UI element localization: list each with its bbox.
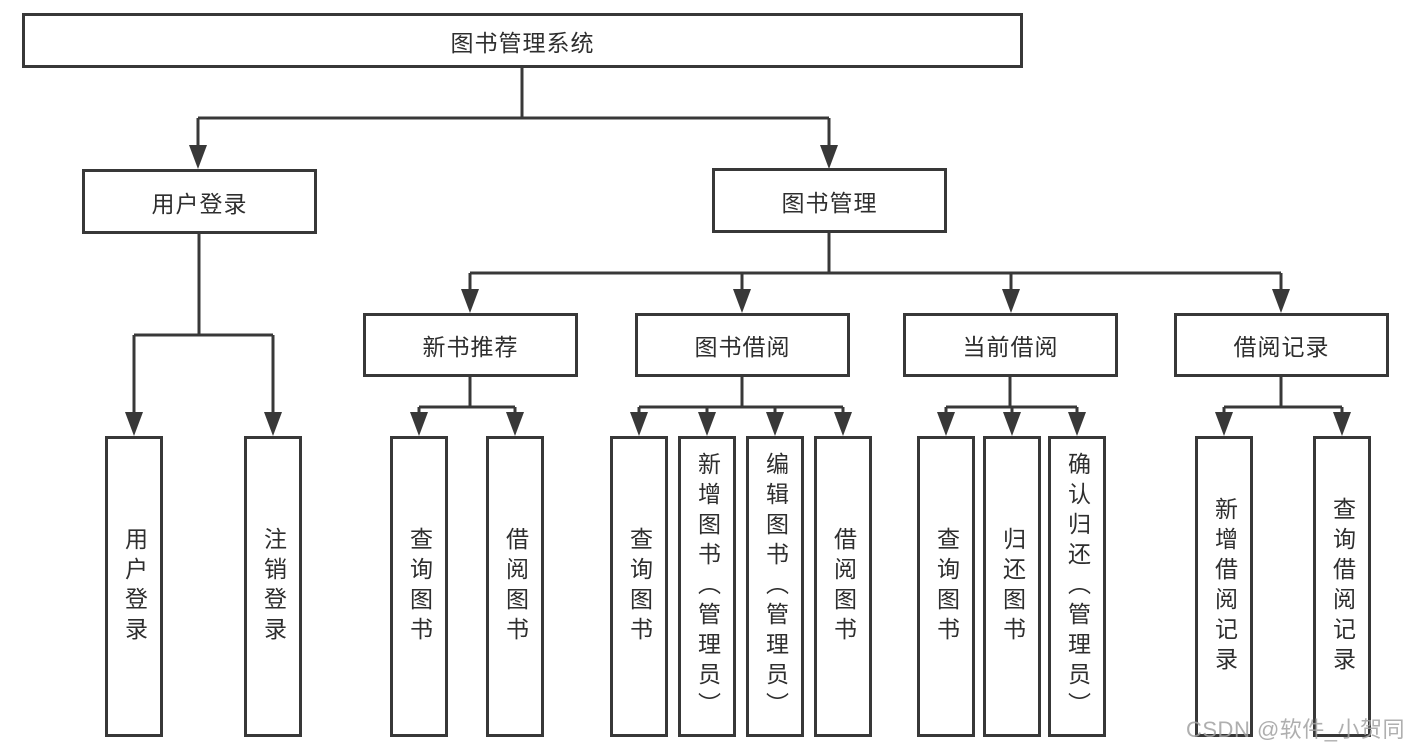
arrowhead-icon — [733, 289, 751, 313]
node-leaf-query-book-2: 查询图书 — [610, 436, 668, 737]
arrowhead-icon — [820, 145, 838, 169]
node-leaf-user-login: 用户登录 — [105, 436, 163, 737]
arrowhead-icon — [125, 412, 143, 436]
node-user-login: 用户登录 — [82, 169, 317, 234]
node-label: 图书管理系统 — [450, 29, 595, 56]
node-label: 用户登录 — [121, 526, 148, 647]
node-label: 当前借阅 — [962, 334, 1059, 360]
edge-from-root — [196, 68, 831, 149]
arrowhead-icon — [189, 145, 207, 169]
edge-from-current-borrow — [944, 377, 1079, 416]
node-leaf-add-record: 新增借阅记录 — [1195, 436, 1253, 737]
node-label: 借阅图书 — [830, 526, 857, 647]
arrowhead-icon — [834, 412, 852, 436]
node-current-borrow: 当前借阅 — [903, 313, 1118, 377]
edge-from-book-borrow — [637, 377, 845, 416]
node-leaf-confirm-return: 确认归还（管理员） — [1048, 436, 1106, 737]
arrowhead-icon — [461, 289, 479, 313]
arrowhead-icon — [630, 412, 648, 436]
node-label: 借阅图书 — [502, 526, 529, 647]
arrowhead-icon — [1003, 412, 1021, 436]
arrowhead-icon — [1215, 412, 1233, 436]
arrowhead-icon — [506, 412, 524, 436]
node-label: 借阅记录 — [1233, 334, 1330, 360]
node-label: 查询图书 — [933, 526, 960, 647]
node-book-management: 图书管理 — [712, 168, 947, 233]
node-label: 用户登录 — [151, 190, 248, 217]
node-leaf-return-book: 归还图书 — [983, 436, 1041, 737]
node-label: 新增图书（管理员） — [694, 451, 721, 722]
edge-from-new-book-recommend — [417, 377, 517, 416]
node-label: 查询借阅记录 — [1329, 496, 1356, 677]
arrowhead-icon — [1333, 412, 1351, 436]
node-leaf-borrow-book-1: 借阅图书 — [486, 436, 544, 737]
edge-from-user-login — [132, 234, 275, 416]
node-label: 新增借阅记录 — [1211, 496, 1238, 677]
arrowhead-icon — [1272, 289, 1290, 313]
node-label: 查询图书 — [406, 526, 433, 647]
node-label: 图书借阅 — [694, 334, 791, 360]
node-new-book-recommend: 新书推荐 — [363, 313, 578, 377]
node-leaf-query-record: 查询借阅记录 — [1313, 436, 1371, 737]
node-root: 图书管理系统 — [22, 13, 1023, 68]
arrowhead-icon — [937, 412, 955, 436]
node-book-borrow: 图书借阅 — [635, 313, 850, 377]
arrowhead-icon — [264, 412, 282, 436]
node-label: 编辑图书（管理员） — [762, 451, 789, 722]
node-label: 注销登录 — [260, 526, 287, 647]
node-label: 归还图书 — [999, 526, 1026, 647]
node-label: 确认归还（管理员） — [1064, 451, 1091, 722]
node-leaf-logout: 注销登录 — [244, 436, 302, 737]
node-borrow-records: 借阅记录 — [1174, 313, 1389, 377]
node-leaf-edit-book: 编辑图书（管理员） — [746, 436, 804, 737]
watermark: CSDN @软件_小贺同学 — [1186, 717, 1405, 742]
node-label: 图书管理 — [781, 189, 878, 216]
node-label: 查询图书 — [626, 526, 653, 647]
arrowhead-icon — [766, 412, 784, 436]
node-leaf-add-book: 新增图书（管理员） — [678, 436, 736, 737]
edge-from-borrow-records — [1222, 377, 1344, 416]
edge-from-book-management — [468, 233, 1283, 293]
node-leaf-query-book-1: 查询图书 — [390, 436, 448, 737]
node-leaf-query-book-3: 查询图书 — [917, 436, 975, 737]
arrowhead-icon — [1002, 289, 1020, 313]
arrowhead-icon — [410, 412, 428, 436]
node-label: 新书推荐 — [422, 334, 519, 360]
arrowhead-icon — [698, 412, 716, 436]
arrowhead-icon — [1068, 412, 1086, 436]
node-leaf-borrow-book-2: 借阅图书 — [814, 436, 872, 737]
